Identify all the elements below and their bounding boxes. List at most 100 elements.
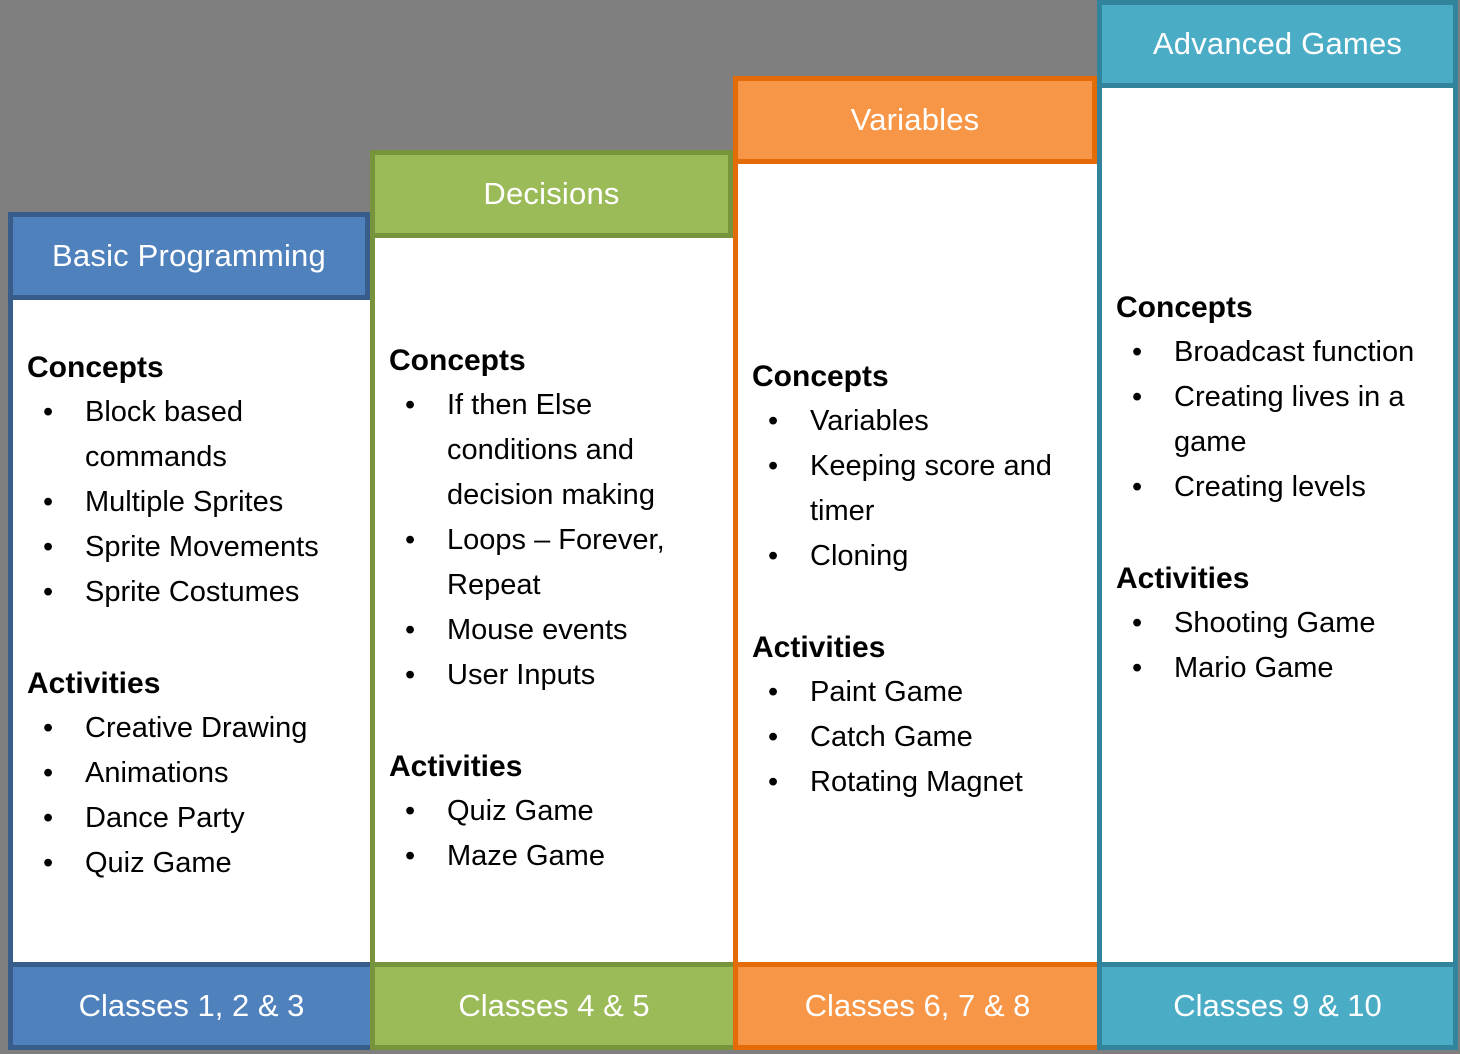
bullet-icon: • [43, 847, 54, 879]
list-item: •Cloning [752, 534, 1093, 579]
section-items: • Broadcast function • Creating lives in a … [1116, 330, 1449, 510]
list-item: • Keeping score and timer [752, 444, 1093, 534]
curriculum-column: Variables Concepts•Variables•Keeping sco… [733, 0, 1097, 1054]
bullet-icon: • [1132, 336, 1143, 368]
list-item-text: Multiple Sprites [85, 486, 284, 518]
bullet-icon: • [405, 614, 416, 646]
list-item-text: Creating lives in a game [1174, 381, 1405, 458]
list-item: • Block based commands [27, 390, 366, 480]
list-item: • Creating levels [1116, 465, 1449, 510]
bullet-icon: • [43, 486, 54, 518]
column-body: Concepts • If then Else conditions and dec… [370, 238, 733, 962]
list-item-text: Block based commands [85, 396, 243, 473]
section-heading: Concepts [1116, 291, 1253, 324]
bullet-icon: • [768, 450, 779, 482]
bullet-icon: • [405, 795, 416, 827]
list-item: • Maze Game [389, 834, 729, 879]
bullet-icon: • [768, 766, 779, 798]
list-item: •Variables [752, 399, 1093, 444]
list-item-text: Loops – Forever, Repeat [447, 524, 665, 601]
column-footer: Classes 1, 2 & 3 [8, 962, 370, 1050]
section-heading: Concepts [27, 351, 164, 384]
section-heading: Concepts [752, 360, 889, 393]
list-item: •Quiz Game [27, 841, 366, 886]
bullet-icon: • [768, 405, 779, 437]
curriculum-column: Advanced Games Concepts • Broadcast functi… [1097, 0, 1458, 1054]
section-items: • Block based commands • Multiple Sprites • S… [27, 390, 366, 615]
bullet-icon: • [405, 389, 416, 421]
bullet-icon: • [768, 676, 779, 708]
section-items: •Paint Game•Catch Game•Rotating Magnet [752, 670, 1093, 805]
column-header: Variables [733, 76, 1097, 164]
list-item-text: Sprite Movements [85, 531, 319, 563]
list-item-text: Quiz Game [447, 795, 594, 827]
list-item-text: Maze Game [447, 840, 605, 872]
list-item: • Creating lives in a game [1116, 375, 1449, 465]
list-item-text: Catch Game [810, 721, 973, 753]
section-items: •Variables•Keeping score and timer•Cloni… [752, 399, 1093, 579]
list-item: • Sprite Movements [27, 525, 366, 570]
list-item: •Animations [27, 751, 366, 796]
bullet-icon: • [768, 540, 779, 572]
classes-label: Classes 6, 7 & 8 [804, 988, 1031, 1023]
list-item-text: Mouse events [447, 614, 628, 646]
bullet-icon: • [1132, 607, 1143, 639]
curriculum-column: Decisions Concepts • If then Else conditio… [370, 0, 733, 1054]
list-item: • Multiple Sprites [27, 480, 366, 525]
bullet-icon: • [1132, 381, 1143, 413]
column-header: Basic Programming [8, 212, 370, 300]
column-body: Concepts • Broadcast function • Creating liv… [1097, 88, 1458, 962]
list-item: • Sprite Costumes [27, 570, 366, 615]
curriculum-column: Basic Programming Concepts • Block based c… [8, 0, 370, 1054]
bullet-icon: • [405, 659, 416, 691]
bullet-icon: • [1132, 471, 1143, 503]
section-heading: Activities [1116, 562, 1250, 595]
list-item-text: Broadcast function [1174, 336, 1415, 368]
section-items: • Quiz Game • Maze Game [389, 789, 729, 879]
section-heading: Concepts [389, 344, 526, 377]
bullet-icon: • [43, 396, 54, 428]
column-body: Concepts•Variables•Keeping score and tim… [733, 164, 1097, 962]
column-footer: Classes 9 & 10 [1097, 962, 1458, 1050]
list-item-text: Creative Drawing [85, 712, 308, 744]
bullet-icon: • [43, 531, 54, 563]
list-item-text: Mario Game [1174, 652, 1334, 684]
section-heading: Activities [752, 631, 886, 664]
bullet-icon: • [43, 576, 54, 608]
list-item-text: Creating levels [1174, 471, 1366, 503]
column-footer: Classes 6, 7 & 8 [733, 962, 1097, 1050]
list-item: • Quiz Game [389, 789, 729, 834]
classes-label: Classes 1, 2 & 3 [78, 988, 305, 1023]
list-item: • Broadcast function [1116, 330, 1449, 375]
list-item-text: Dance Party [85, 802, 245, 834]
list-item: • If then Else conditions and decision ma… [389, 383, 729, 518]
list-item: • Rotating Magnet [752, 760, 1093, 805]
list-item-text: Keeping score and timer [810, 450, 1052, 527]
column-title: Basic Programming [52, 238, 326, 273]
column-title: Variables [850, 102, 980, 137]
section-items: • Shooting Game •Mario Game [1116, 601, 1449, 691]
column-title: Decisions [483, 176, 620, 211]
section-heading: Activities [389, 750, 523, 783]
list-item: •Mario Game [1116, 646, 1449, 691]
list-item-text: Sprite Costumes [85, 576, 300, 608]
bullet-icon: • [43, 802, 54, 834]
bullet-icon: • [43, 712, 54, 744]
column-header: Decisions [370, 150, 733, 238]
list-item-text: Shooting Game [1174, 607, 1376, 639]
classes-label: Classes 4 & 5 [458, 988, 650, 1023]
bullet-icon: • [405, 840, 416, 872]
classes-label: Classes 9 & 10 [1173, 988, 1382, 1023]
list-item: • Creative Drawing [27, 706, 366, 751]
column-header: Advanced Games [1097, 0, 1458, 88]
list-item-text: Paint Game [810, 676, 964, 708]
list-item: •User Inputs [389, 653, 729, 698]
list-item-text: Rotating Magnet [810, 766, 1023, 798]
column-title: Advanced Games [1152, 26, 1403, 61]
bullet-icon: • [43, 757, 54, 789]
list-item-text: If then Else conditions and decision mak… [447, 389, 655, 511]
list-item: •Loops – Forever, Repeat [389, 518, 729, 608]
list-item: • Paint Game [752, 670, 1093, 715]
section-items: •Creative Drawing•Animations•Dance Party… [27, 706, 366, 886]
column-body: Concepts • Block based commands • Multiple S… [8, 300, 370, 962]
